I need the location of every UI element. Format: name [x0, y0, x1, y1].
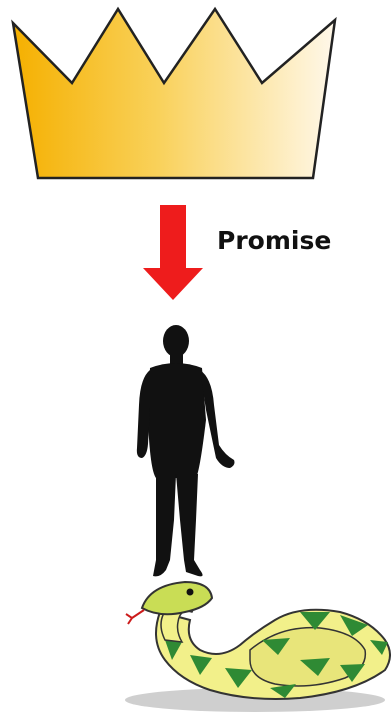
crown-icon — [13, 9, 335, 178]
person-silhouette-icon — [137, 325, 235, 576]
promise-label: Promise — [217, 226, 331, 255]
arrow-down-icon — [143, 205, 203, 300]
snake-icon — [125, 582, 390, 712]
